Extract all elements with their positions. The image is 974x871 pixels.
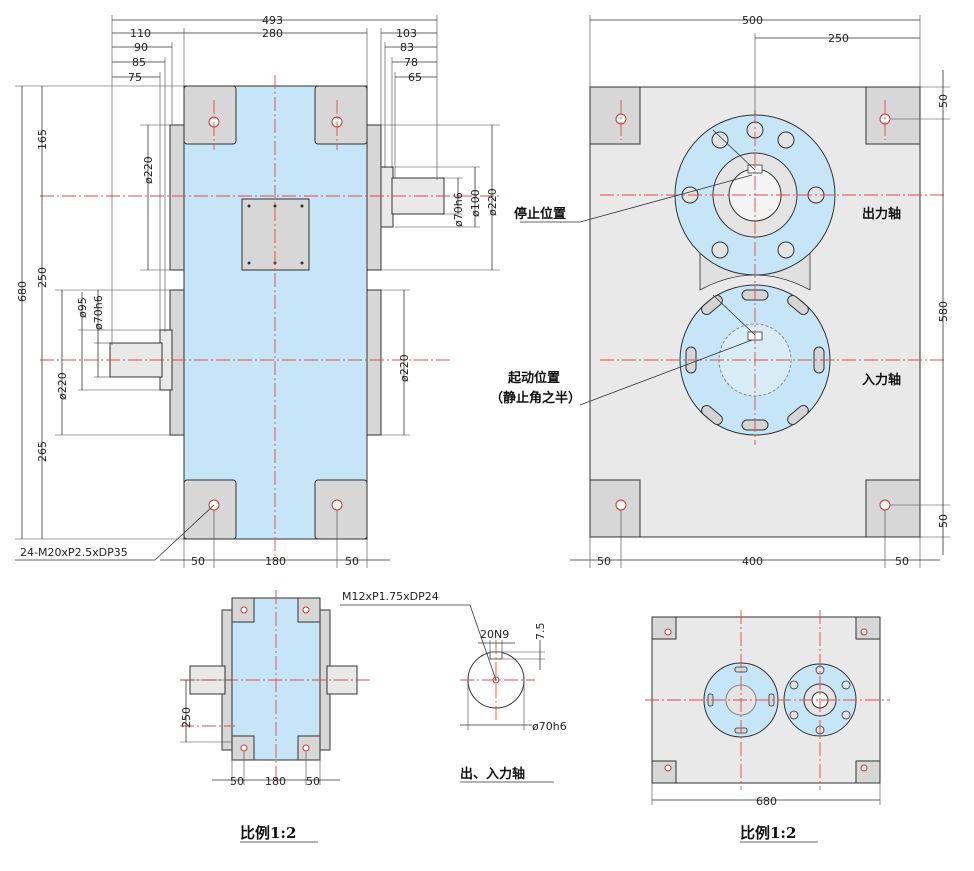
label-io-shaft: 出、入力轴 xyxy=(460,766,525,782)
small-front-view: 680 比例1:2 xyxy=(645,610,890,843)
small-dim-50-right: 50 xyxy=(306,775,320,788)
corner-pad xyxy=(314,479,368,540)
dim-75: 75 xyxy=(128,71,142,84)
main-body xyxy=(183,85,368,540)
dim-phi220-b: ø220 xyxy=(486,188,499,216)
dim-680: 680 xyxy=(16,281,29,302)
keyway-width: 20N9 xyxy=(480,628,509,641)
small-dim-250: 250 xyxy=(180,707,193,728)
dim-580: 580 xyxy=(937,301,950,322)
dim-78: 78 xyxy=(404,56,418,69)
label-half-angle: （静止角之半） xyxy=(490,390,581,406)
dim-50-top-right: 50 xyxy=(937,94,950,108)
small-dim-180: 180 xyxy=(265,775,286,788)
dim-90: 90 xyxy=(134,41,148,54)
dim-103: 103 xyxy=(396,27,417,40)
dim-165: 165 xyxy=(36,129,49,150)
dim-50-bl: 50 xyxy=(597,555,611,568)
front-corner xyxy=(589,479,641,538)
dim-280: 280 xyxy=(262,27,283,40)
dim-180: 180 xyxy=(265,555,286,568)
dim-500: 500 xyxy=(742,14,763,27)
dim-phi100: ø100 xyxy=(469,189,482,217)
front-corner xyxy=(865,479,921,538)
dim-85: 85 xyxy=(132,56,146,69)
dim-phi95: ø95 xyxy=(76,297,89,318)
mount-hole xyxy=(615,499,627,511)
dim-phi70h6-a: ø70h6 xyxy=(92,295,105,330)
dim-50-left: 50 xyxy=(191,555,205,568)
mount-hole xyxy=(879,499,891,511)
left-side-view: 493 280 110 90 85 75 103 83 78 65 680 1 xyxy=(15,14,500,568)
right-upper-plate xyxy=(366,124,382,271)
dim-50-bottom-right: 50 xyxy=(937,514,950,528)
dim-phi220-c: ø220 xyxy=(56,372,69,400)
output-hub xyxy=(380,166,394,228)
dim-phi70h6-b: ø70h6 xyxy=(452,192,465,227)
front-corner xyxy=(865,86,921,145)
label-output-shaft: 出力轴 xyxy=(862,206,901,222)
shaft-end-detail: M12xP1.75xDP24 20N9 7.5 ø70h6 出、入力轴 xyxy=(340,590,567,783)
keyway-depth: 7.5 xyxy=(534,623,547,641)
small-side-view: 250 50 180 50 比例1:2 xyxy=(180,590,370,843)
dim-110: 110 xyxy=(130,27,151,40)
dim-250-right: 250 xyxy=(828,32,849,45)
dim-phi220-d: ø220 xyxy=(398,354,411,382)
label-start-position: 起动位置 xyxy=(507,370,560,386)
dim-400: 400 xyxy=(742,555,763,568)
dim-phi220-a: ø220 xyxy=(142,156,155,184)
mount-hole xyxy=(331,499,343,511)
dim-493: 493 xyxy=(262,14,283,27)
dim-265: 265 xyxy=(36,441,49,462)
scale-label-left: 比例1:2 xyxy=(240,824,296,842)
dim-83: 83 xyxy=(400,41,414,54)
shaft-diameter: ø70h6 xyxy=(532,720,567,733)
left-upper-plate xyxy=(169,124,185,271)
dim-65: 65 xyxy=(408,71,422,84)
label-stop-position: 停止位置 xyxy=(514,206,566,222)
front-corner xyxy=(589,86,641,145)
small-dim-680: 680 xyxy=(756,795,777,808)
tap-callout: M12xP1.75xDP24 xyxy=(342,590,439,603)
dim-250: 250 xyxy=(36,267,49,288)
dim-50-br: 50 xyxy=(895,555,909,568)
scale-label-right: 比例1:2 xyxy=(740,824,796,842)
right-lower-plate xyxy=(366,289,382,436)
dim-50-right: 50 xyxy=(345,555,359,568)
corner-pad xyxy=(183,85,237,145)
label-input-shaft: 入力轴 xyxy=(862,372,901,388)
inspection-cover xyxy=(241,198,310,271)
corner-pad xyxy=(183,479,237,540)
small-dim-50-left: 50 xyxy=(230,775,244,788)
front-view: 停止位置 出力轴 起动位置 （静止角之半） 入力轴 500 250 50 580… xyxy=(490,14,950,568)
thread-callout: 24-M20xP2.5xDP35 xyxy=(20,546,128,559)
corner-pad xyxy=(314,85,368,145)
